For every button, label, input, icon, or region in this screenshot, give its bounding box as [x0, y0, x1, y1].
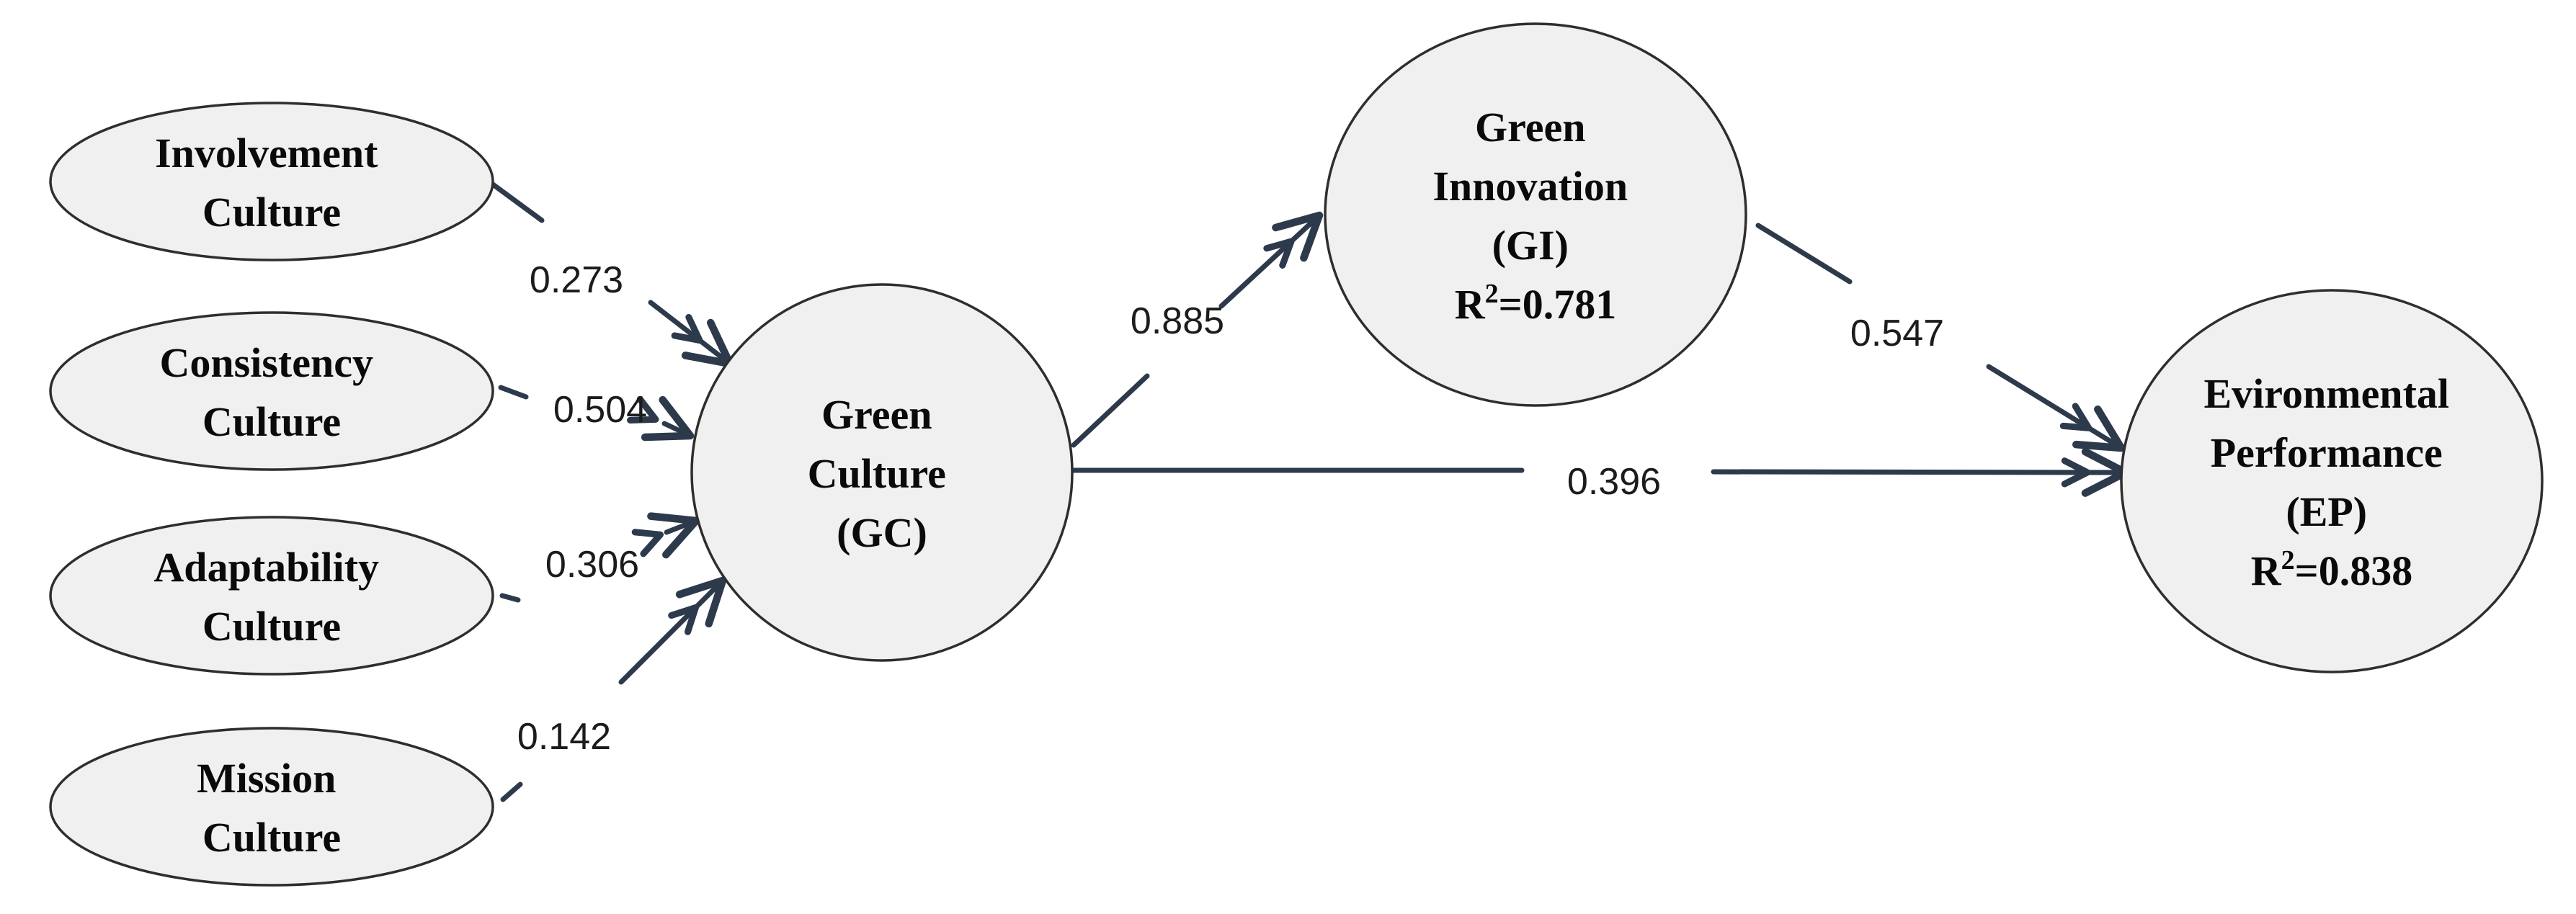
- node-adaptability-culture: Adaptability Culture: [49, 516, 494, 676]
- involvement-label-line2: Culture: [202, 189, 341, 236]
- gi-label-line1: Green: [1475, 104, 1586, 151]
- consistency-label: Consistency Culture: [160, 339, 384, 445]
- environmental-performance-label: Evironmental Performance (EP) R2=0.838: [2204, 370, 2460, 594]
- gi-label-line2: Innovation: [1432, 163, 1628, 210]
- involvement-ellipse: [49, 102, 494, 261]
- consistency-label-line2: Culture: [202, 398, 341, 445]
- gi-label-line3: (GI): [1492, 222, 1569, 269]
- node-green-innovation: Green Innovation (GI) R2=0.781: [1324, 22, 1747, 407]
- adaptability-label-line2: Culture: [202, 603, 341, 650]
- adaptability-label-line1: Adaptability: [153, 544, 379, 591]
- consistency-ellipse: [49, 311, 494, 471]
- ep-r2-base: R: [2251, 547, 2282, 594]
- coef-gi-ep: 0.547: [1850, 313, 1944, 354]
- path-mission-to-gc: [500, 576, 727, 802]
- path-involvement-to-gc-stub: [490, 182, 545, 223]
- coef-mission-gc: 0.142: [517, 716, 611, 758]
- path-gi-to-ep-stub: [1755, 223, 1853, 284]
- path-involvement-to-gc-arrow: [648, 300, 734, 368]
- node-green-culture: Green Culture (GC): [690, 283, 1074, 662]
- node-involvement-culture: Involvement Culture: [49, 102, 494, 261]
- adaptability-ellipse: [49, 516, 494, 676]
- path-gc-to-ep: [1071, 447, 2130, 497]
- path-gc-to-gi-stub: [1071, 373, 1150, 448]
- gi-r2-base: R: [1455, 281, 1486, 328]
- green-innovation-label: Green Innovation (GI) R2=0.781: [1432, 104, 1638, 328]
- consistency-label-line1: Consistency: [160, 339, 373, 386]
- mission-label-line2: Culture: [202, 814, 341, 861]
- coef-gc-ep: 0.396: [1567, 461, 1661, 503]
- mission-ellipse: [49, 727, 494, 887]
- path-gi-to-ep: [1755, 223, 2126, 452]
- path-mission-to-gc-arrow: [618, 576, 727, 685]
- coef-consistency-gc: 0.504: [553, 389, 647, 431]
- node-environmental-performance: Evironmental Performance (EP) R2=0.838: [2120, 289, 2544, 673]
- path-mission-to-gc-stub: [500, 781, 523, 802]
- gc-label-line3: (GC): [837, 509, 927, 556]
- coef-involvement-gc: 0.273: [530, 259, 623, 301]
- coef-gc-gi: 0.885: [1131, 300, 1224, 342]
- path-adaptability-to-gc: [499, 512, 700, 603]
- ep-label-line3: (EP): [2286, 488, 2367, 535]
- ep-label-line2: Performance: [2211, 429, 2443, 476]
- gi-r2-value: =0.781: [1499, 281, 1617, 328]
- path-involvement-to-gc: [490, 182, 734, 368]
- path-gc-to-gi: [1071, 211, 1324, 448]
- green-culture-label: Green Culture (GC): [808, 391, 957, 556]
- path-adaptability-to-gc-stub: [499, 593, 521, 603]
- node-consistency-culture: Consistency Culture: [49, 311, 494, 471]
- path-consistency-to-gc-stub: [498, 385, 529, 400]
- gi-r2-line: R2=0.781: [1455, 279, 1616, 328]
- node-mission-culture: Mission Culture: [49, 727, 494, 887]
- gc-label-line2: Culture: [808, 450, 946, 497]
- ep-r2-superscript: 2: [2281, 545, 2295, 575]
- environmental-performance-circle: [2120, 289, 2544, 673]
- green-culture-circle: [690, 283, 1074, 662]
- ep-r2-value: =0.838: [2295, 547, 2413, 594]
- path-consistency-to-gc-arrow: [626, 395, 695, 442]
- adaptability-label: Adaptability Culture: [153, 544, 389, 650]
- green-innovation-circle: [1324, 22, 1747, 407]
- involvement-label-line1: Involvement: [155, 130, 378, 176]
- ep-label-line1: Evironmental: [2204, 370, 2450, 417]
- path-gi-to-ep-arrow: [1986, 364, 2126, 452]
- coef-adaptability-gc: 0.306: [545, 544, 639, 586]
- gc-label-line1: Green: [821, 391, 932, 438]
- path-consistency-to-gc: [498, 385, 695, 442]
- gi-r2-superscript: 2: [1485, 279, 1499, 309]
- ep-r2-line: R2=0.838: [2251, 545, 2412, 594]
- mission-label: Mission Culture: [197, 755, 347, 861]
- mission-label-line1: Mission: [197, 755, 336, 802]
- path-adaptability-to-gc-arrow: [631, 512, 700, 559]
- involvement-label: Involvement Culture: [155, 130, 388, 236]
- path-gc-to-gi-arrow: [1218, 211, 1324, 309]
